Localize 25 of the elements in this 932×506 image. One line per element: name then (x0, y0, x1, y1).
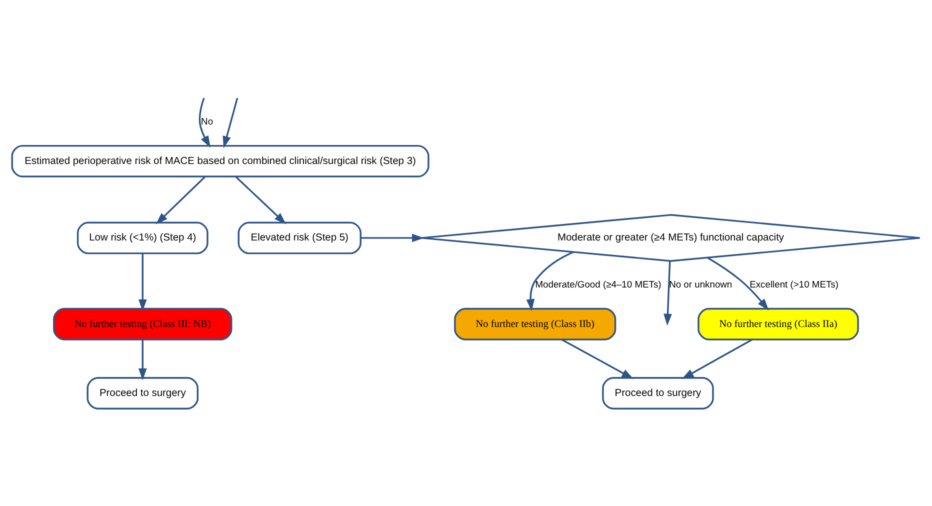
node-box: Elevated risk (Step 5) (238, 222, 362, 254)
arrow (235, 176, 286, 224)
edge-label: Excellent (>10 METs) (750, 279, 838, 290)
node-box: Proceed to surgery (86, 377, 199, 410)
arrow (664, 260, 672, 326)
node-box: Estimated perioperative risk of MACE based on combined clinical/surgical risk (Step 3) (11, 144, 430, 178)
arrow (138, 254, 147, 312)
arrow (682, 338, 753, 380)
edge-label: No (201, 116, 214, 126)
node-box: Low risk (<1%) (Step 4) (76, 222, 208, 254)
arrow (706, 256, 769, 310)
arrow (198, 98, 211, 148)
node-box: No further testing (Class IIb) (454, 308, 616, 340)
edge-label: No or unknown (669, 279, 732, 290)
edge-label: Moderate/Good (≥4–10 METs) (535, 279, 662, 290)
node-diamond: Moderate or greater (≥4 METs) functional capacity (420, 214, 921, 262)
arrow (222, 98, 238, 148)
arrow (360, 234, 424, 242)
node-box: Proceed to surgery (602, 377, 714, 410)
arrow (156, 176, 206, 224)
node-box: No further testing (Class IIa) (698, 308, 859, 340)
arrow (526, 251, 574, 312)
node-box: No further testing (Class III: NB) (53, 308, 232, 340)
arrow (561, 338, 634, 380)
arrow (138, 340, 147, 380)
